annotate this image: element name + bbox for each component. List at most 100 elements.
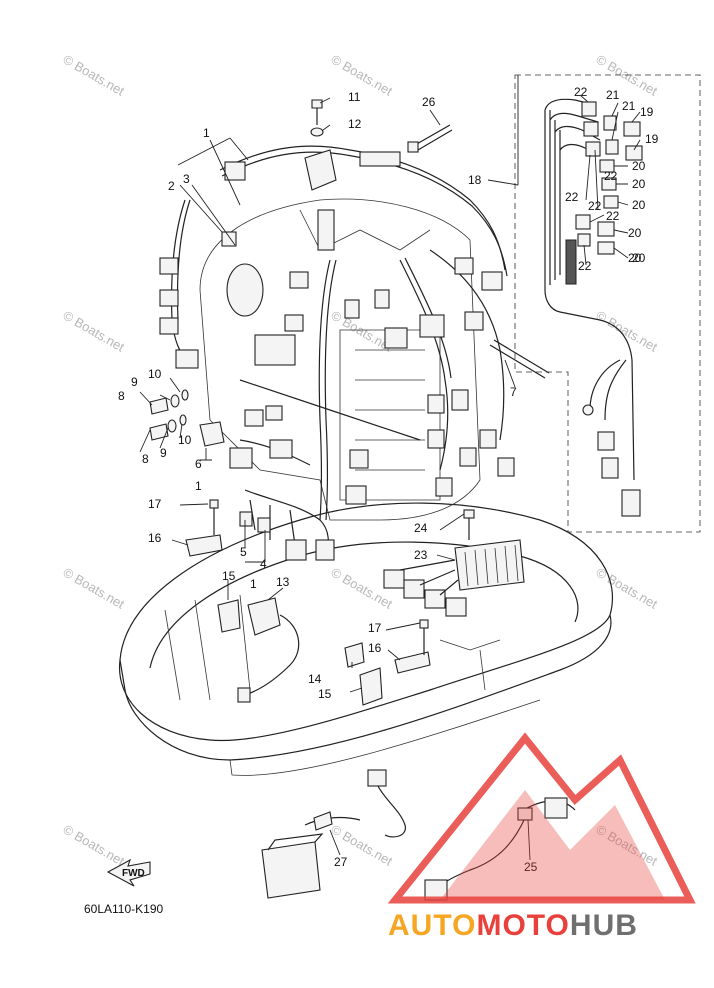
callout-1: 1 [195, 479, 202, 493]
connector-20 [597, 241, 615, 255]
callout-23: 23 [414, 548, 428, 562]
main-wire-harness [170, 145, 508, 556]
automotohub-logo: AUTOMOTOHUB [387, 732, 696, 942]
connector [284, 314, 304, 332]
connector [345, 485, 367, 505]
connector [269, 439, 293, 459]
harness-25 [424, 797, 576, 901]
logo-mountain-outline [387, 732, 696, 904]
connector [427, 429, 445, 449]
cable-boot [313, 811, 333, 831]
holder-14 [344, 642, 365, 668]
bracket-16 [185, 534, 223, 557]
watermark: © Boats.net [61, 822, 128, 869]
harness-boot [304, 149, 337, 191]
bolt-11-head [311, 99, 323, 109]
callout-19: 19 [645, 132, 659, 146]
connector-22 [585, 141, 601, 157]
connector [621, 489, 641, 517]
callout-1: 1 [203, 126, 210, 140]
connector-22 [577, 233, 591, 247]
callout-24: 24 [414, 521, 428, 535]
watermark: © Boats.net [594, 565, 661, 612]
callout-20: 20 [632, 251, 646, 265]
logo-text: AUTOMOTOHUB [388, 909, 638, 942]
watermark: © Boats.net [61, 308, 128, 355]
callout-22: 22 [606, 209, 620, 223]
bolt-24-head [463, 509, 475, 519]
connector [384, 327, 408, 349]
washer-9 [167, 419, 177, 433]
connector [257, 517, 271, 533]
callout-3: 3 [183, 172, 190, 186]
callout-9: 9 [160, 446, 167, 460]
collar-12 [310, 127, 324, 137]
connector-13 [247, 597, 281, 636]
connector-22 [583, 121, 599, 137]
connector [383, 569, 405, 589]
fwd-arrow: FWD [106, 858, 151, 887]
bolt-17-head [209, 499, 219, 509]
connector-20 [597, 221, 615, 237]
connector [349, 449, 369, 469]
connector [224, 161, 246, 181]
callout-22: 22 [578, 259, 592, 273]
callout-22: 22 [604, 169, 618, 183]
callout-16: 16 [368, 641, 382, 655]
connector [229, 447, 253, 469]
connector [517, 807, 533, 821]
watermark: © Boats.net [61, 565, 128, 612]
inset-harness-18 [489, 74, 701, 533]
connector-20 [603, 195, 619, 209]
grommet-15 [359, 667, 383, 706]
connector [265, 405, 283, 421]
connector [601, 457, 619, 479]
logo-mountain-fill [440, 790, 665, 900]
bracket-16 [394, 651, 431, 674]
harness-connectors [159, 149, 515, 561]
callout-20: 20 [632, 159, 646, 173]
callout-10: 10 [178, 433, 192, 447]
callout-22: 22 [588, 199, 602, 213]
connector [175, 349, 199, 369]
callout-13: 13 [276, 575, 290, 589]
connector [464, 311, 484, 331]
rectifier-regulator [383, 509, 525, 617]
battery-cable [261, 769, 407, 899]
washer-10 [179, 414, 187, 426]
rectifier-23 [454, 539, 525, 591]
watermark: © Boats.net [594, 308, 661, 355]
connector-22 [575, 214, 591, 230]
connector-21 [605, 139, 619, 155]
callout-26: 26 [422, 95, 436, 109]
callout-21: 21 [622, 99, 636, 113]
grommet-15 [217, 599, 241, 633]
screw-8 [149, 423, 169, 441]
callout-10: 10 [148, 367, 162, 381]
connector-19 [623, 121, 641, 137]
lower-parts [185, 499, 431, 706]
screw-8 [149, 397, 169, 415]
terminal [237, 687, 251, 703]
logo-moto: MOTO [476, 909, 569, 942]
watermark: © Boats.net [329, 52, 396, 99]
callout-22: 22 [565, 190, 579, 204]
connector [244, 409, 264, 427]
connector [479, 429, 497, 449]
callout-9: 9 [131, 375, 138, 389]
battery [261, 841, 321, 899]
connector [344, 299, 360, 319]
connector [315, 539, 335, 561]
watermark: © Boats.net [61, 52, 128, 99]
connector [289, 271, 309, 289]
harness-clamp [359, 151, 401, 167]
callout-17: 17 [148, 497, 162, 511]
washer-9 [170, 394, 180, 408]
top-parts [310, 99, 453, 153]
tie-26-head [407, 141, 419, 153]
fwd-label: FWD [122, 868, 145, 879]
connector [427, 394, 445, 414]
callout-12: 12 [348, 117, 362, 131]
callout-20: 20 [628, 251, 642, 265]
